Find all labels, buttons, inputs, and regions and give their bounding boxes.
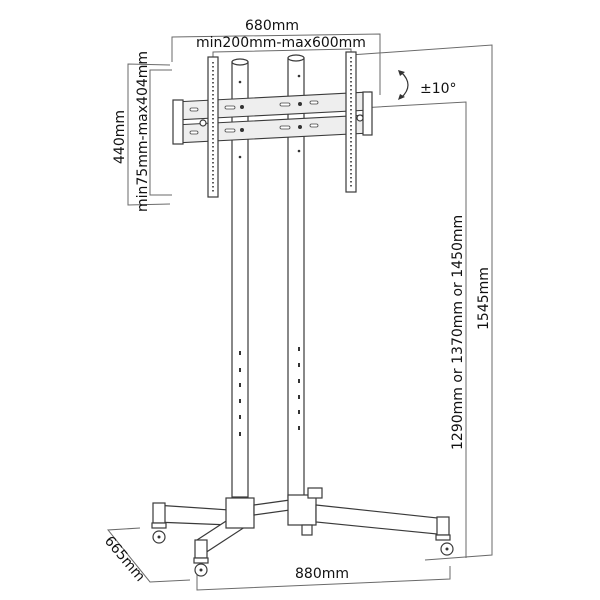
- label-tilt: ±10°: [420, 81, 457, 97]
- label-bracket-height: 440mm: [112, 110, 128, 164]
- caster-front-left: [193, 557, 209, 577]
- tilt-arrow-icon: [398, 70, 409, 100]
- label-vesa-vertical: min75mm-max404mm: [135, 51, 151, 212]
- poles: [231, 54, 305, 499]
- label-overall-width: 680mm: [245, 18, 299, 34]
- caster-right: [435, 534, 454, 556]
- label-base-width: 880mm: [295, 566, 349, 582]
- right-pole-holes: [297, 74, 301, 430]
- base-frame: [152, 487, 450, 559]
- dimension-lines: [107, 33, 493, 591]
- label-overall-height: 1545mm: [476, 267, 492, 330]
- tilt-bracket: [172, 51, 373, 198]
- arm-holes: [212, 57, 352, 192]
- label-mount-height: 1290mm or 1370mm or 1450mm: [450, 215, 466, 450]
- label-vesa-horizontal: min200mm-max600mm: [196, 35, 366, 51]
- left-pole-holes: [238, 80, 242, 436]
- caster-wheels: [151, 522, 454, 577]
- label-base-depth: 665mm: [101, 533, 148, 585]
- caster-rear-left: [151, 522, 167, 544]
